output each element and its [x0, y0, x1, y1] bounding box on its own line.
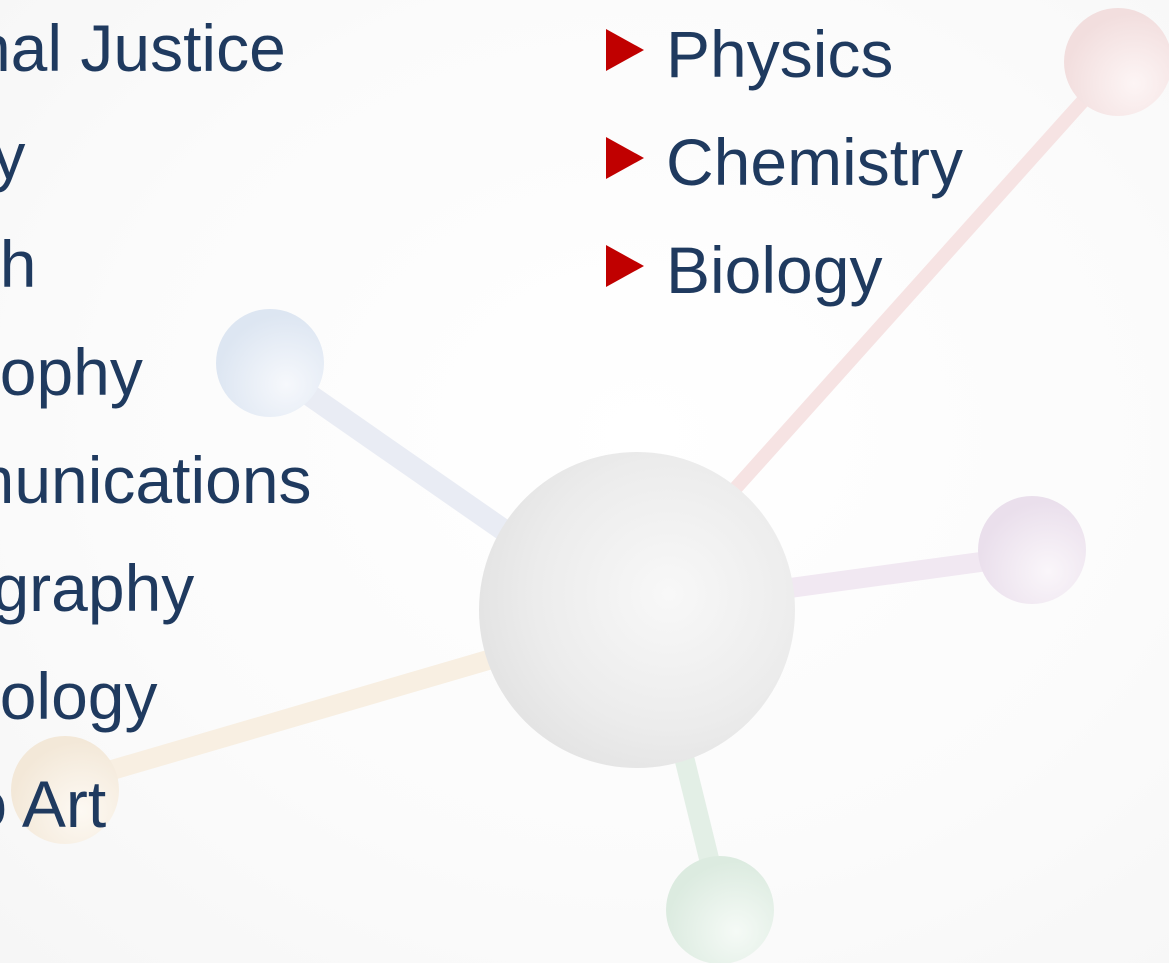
bond-red [718, 75, 1107, 507]
atom-green [666, 856, 774, 963]
bond-blue [284, 374, 546, 563]
atom-red [1064, 8, 1169, 116]
list-item-label: Physics [666, 17, 894, 91]
list-item-label: Chemistry [666, 125, 964, 199]
list-item: Studio Art [0, 767, 107, 841]
atom-center [479, 452, 795, 768]
majors-list-left: Criminal Justice History English Philoso… [0, 0, 312, 864]
red-triangle-bullet-icon [606, 137, 644, 179]
list-item: Photography [0, 551, 195, 625]
majors-list-right: Physics Chemistry Biology [606, 0, 963, 324]
list-item: Physics [606, 0, 963, 108]
red-triangle-bullet-icon [606, 245, 644, 287]
list-item: English [0, 227, 37, 301]
list-item-label: Biology [666, 233, 883, 307]
list-item: Biology [606, 216, 963, 324]
atom-orange [11, 736, 119, 844]
list-item: Communications [0, 443, 312, 517]
red-triangle-bullet-icon [606, 29, 644, 71]
bond-purple [780, 550, 1005, 598]
list-item: Psychology [0, 659, 158, 733]
atom-purple [978, 496, 1086, 604]
list-item: Criminal Justice [0, 11, 286, 85]
list-item: Chemistry [606, 108, 963, 216]
atom-blue [216, 309, 324, 417]
list-item: History [0, 119, 26, 193]
bond-orange [85, 648, 505, 785]
list-item: Philosophy [0, 335, 143, 409]
